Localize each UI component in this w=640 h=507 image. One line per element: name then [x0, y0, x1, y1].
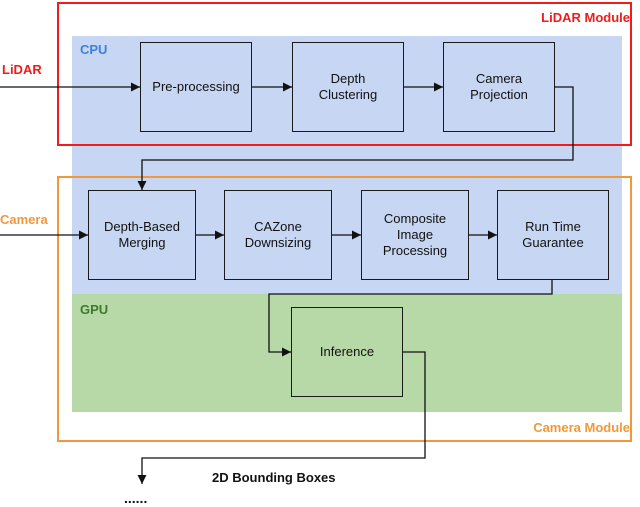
preprocessing-box: Pre-processing: [140, 42, 252, 132]
gpu-label: GPU: [80, 302, 109, 317]
runtime-guarantee-box: Run Time Guarantee: [497, 190, 609, 280]
lidar-module-label: LiDAR Module: [541, 10, 630, 25]
inference-box: Inference: [291, 307, 403, 397]
depth-clustering-box: Depth Clustering: [292, 42, 404, 132]
arrow-inference-to-output: [137, 351, 426, 484]
lidar-module-border: [57, 2, 632, 146]
arrow-runtime-to-inference: [268, 280, 553, 357]
camera-module-label: Camera Module: [533, 420, 630, 435]
cpu-label: CPU: [80, 42, 108, 57]
output-ellipsis: ......: [124, 490, 148, 506]
cazone-downsizing-box: CAZone Downsizing: [224, 190, 332, 280]
composite-image-box: Composite Image Processing: [361, 190, 469, 280]
camera-projection-box: Camera Projection: [443, 42, 555, 132]
camera-input-label: Camera: [0, 212, 48, 227]
lidar-input-label: LiDAR: [2, 62, 42, 77]
arrow-projection-to-merging: [137, 86, 574, 190]
output-label: 2D Bounding Boxes: [212, 470, 336, 485]
depth-merging-box: Depth-Based Merging: [88, 190, 196, 280]
camera-module-border: [57, 176, 632, 442]
